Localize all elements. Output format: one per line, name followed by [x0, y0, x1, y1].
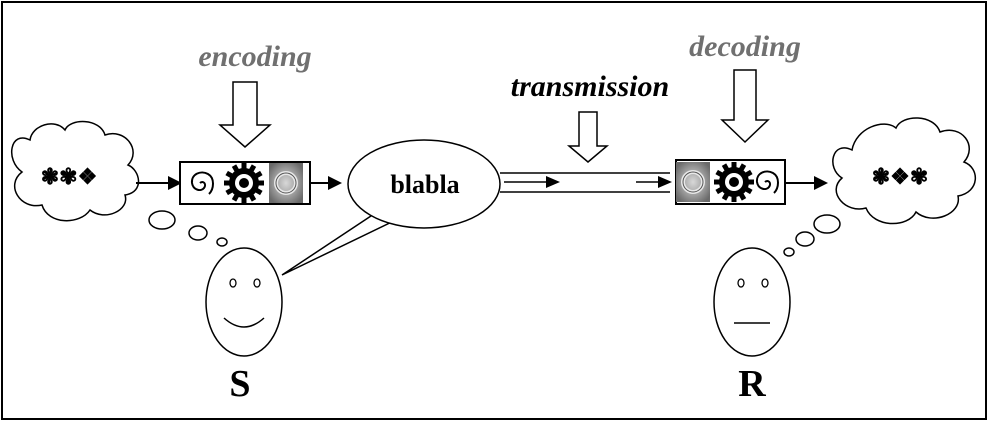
stone-ring-icon: [674, 160, 712, 204]
transmission-channel: [500, 172, 672, 193]
sender-face: [205, 247, 283, 357]
encoder-box: [179, 161, 311, 205]
decoding-label: decoding: [689, 30, 801, 63]
thought-bubble-large: [813, 214, 841, 234]
thought-bubble-medium: [188, 225, 208, 241]
encoding-label: encoding: [198, 40, 311, 73]
receiver-thought-symbols: ❃❖✾: [872, 164, 929, 189]
transmission-label: transmission: [511, 70, 669, 103]
sender-label: S: [229, 363, 250, 405]
decoding-arrow: [720, 69, 770, 144]
message-text: blabla: [390, 170, 459, 199]
transmission-arrow: [566, 111, 610, 163]
encoding-arrow: [218, 81, 272, 148]
thought-bubble-medium: [795, 231, 815, 247]
stone-ring-icon: [267, 161, 305, 205]
sender-thought-cloud: [11, 120, 140, 222]
receiver-thought-cloud: [832, 117, 976, 225]
sender-thought-symbols: ❃✾❖: [41, 164, 98, 189]
receiver-label: R: [738, 363, 766, 405]
arrow-head: [168, 176, 182, 190]
speech-bubble: [281, 139, 501, 276]
decoder-box: [674, 159, 786, 205]
arrow-head: [814, 176, 828, 190]
receiver-face: [713, 247, 791, 357]
arrow-head: [328, 176, 342, 190]
thought-bubble-large: [148, 210, 176, 230]
thought-bubble-small: [216, 237, 228, 247]
thought-bubble-small: [783, 247, 795, 257]
